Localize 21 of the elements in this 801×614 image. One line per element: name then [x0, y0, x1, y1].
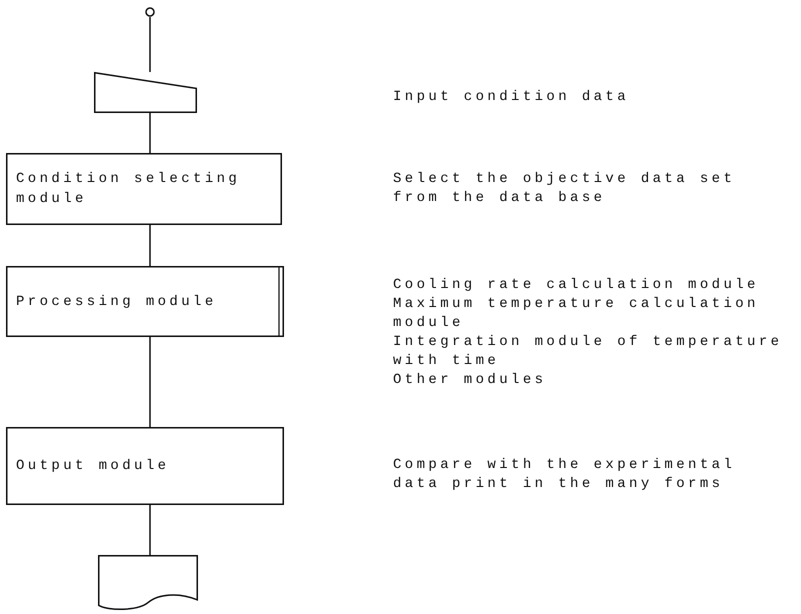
annotation-text: Cooling rate calculation module: [393, 276, 760, 295]
connector-line: [149, 17, 151, 72]
annotation-text: Maximum temperature calculation module: [393, 295, 760, 333]
node-label: Output module: [16, 457, 170, 476]
annotation-text: Integration module of temperature with time: [393, 333, 784, 371]
manual-input-shape: [94, 72, 197, 113]
connector-line: [149, 225, 151, 266]
terminal-circle: [145, 7, 155, 17]
connector-line: [149, 113, 151, 153]
connector-line: [149, 505, 151, 555]
process-box: [6, 427, 284, 505]
document-shape: [98, 555, 198, 611]
node-label: Condition selecting module: [16, 170, 242, 209]
annotation-text: Compare with the experimental data print in the many forms: [393, 456, 736, 494]
connector-line: [149, 337, 151, 427]
node-label: Processing module: [16, 292, 218, 312]
process-box: [6, 153, 282, 225]
annotation-text: Select the objective data set from the data base: [393, 170, 736, 208]
annotation-text: Input condition data: [393, 88, 630, 107]
predefined-process-box: [6, 266, 284, 337]
annotation-text: Other modules: [393, 371, 548, 390]
